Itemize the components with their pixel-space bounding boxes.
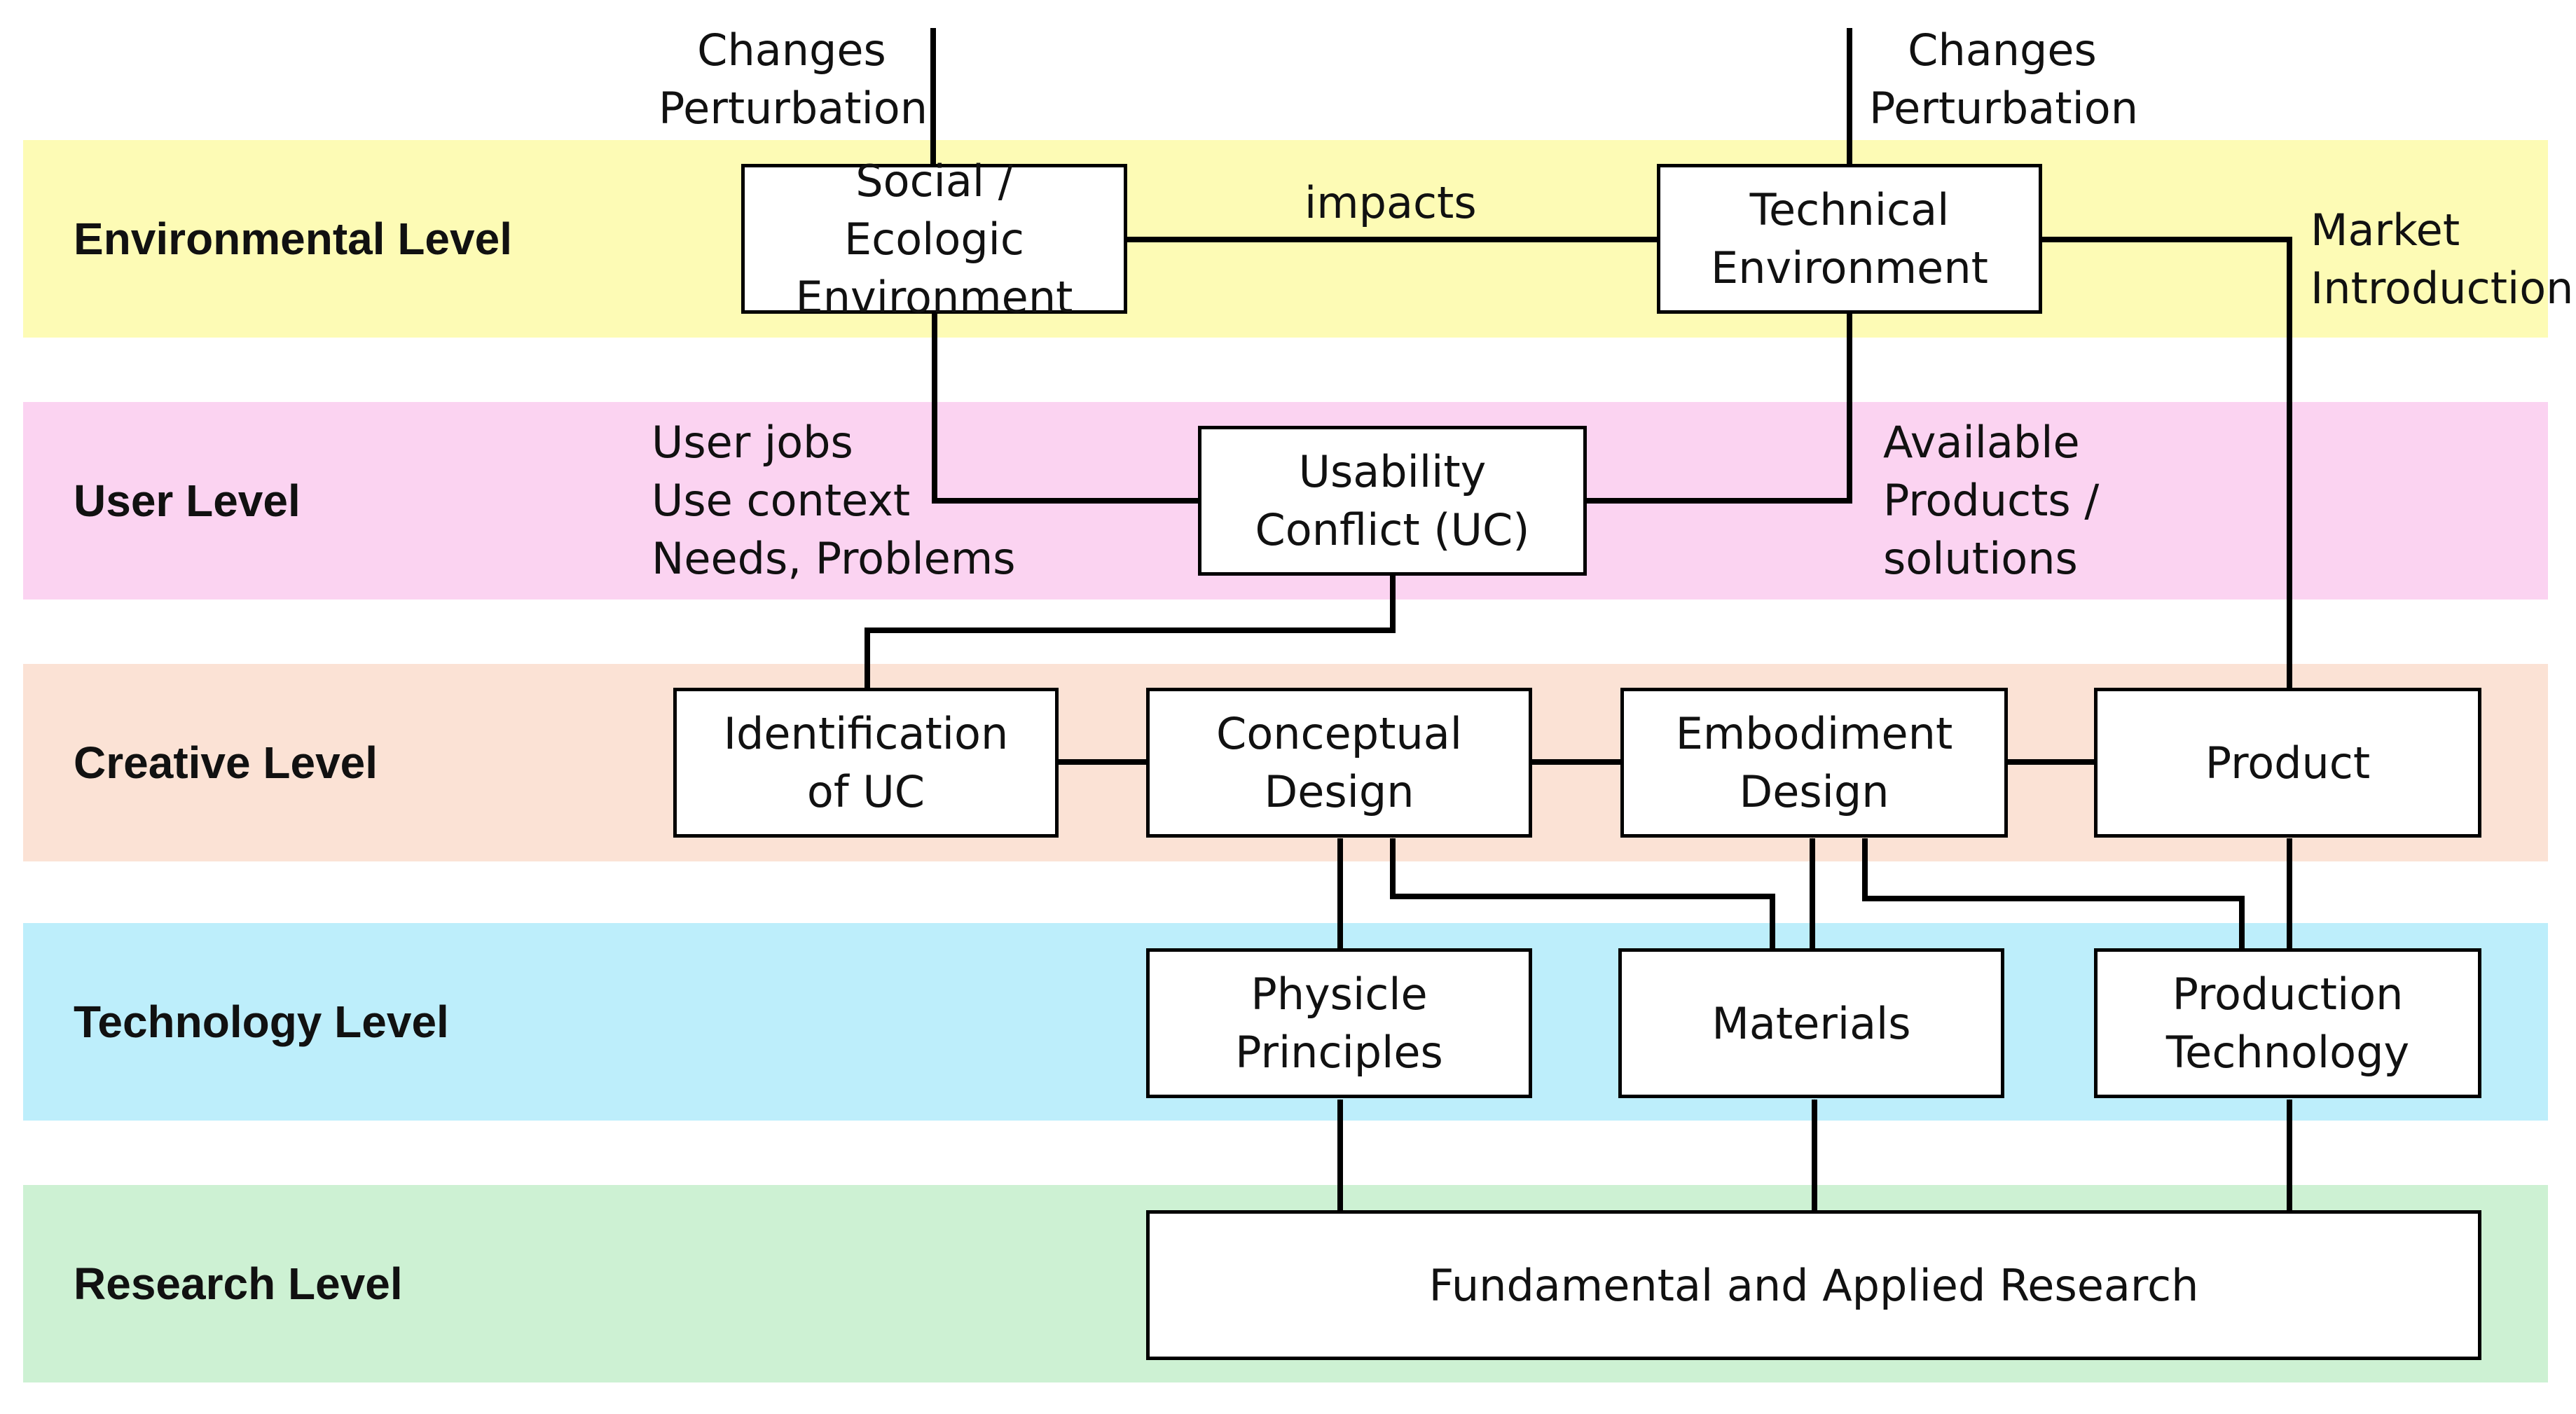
box-line: Embodiment [1675,708,1953,759]
note-line: User jobs [652,417,853,468]
note-line: Introduction [2310,263,2574,314]
label-environmental-level: Environmental Level [74,214,512,264]
box-line: Physicle [1251,969,1428,1020]
note-line: Perturbation [1869,83,2139,134]
note-line: Needs, Problems [652,533,1016,584]
note-impacts: impacts [1304,177,1477,228]
box-line: Technology [2165,1027,2410,1078]
box-line: Principles [1235,1027,1443,1078]
label-technology-level: Technology Level [74,997,449,1047]
note-line: Changes [1908,25,2097,76]
box-product: Product [2094,688,2481,838]
note-line: solutions [1883,533,2078,584]
arrow-social-to-usability [932,314,1199,504]
arrow-usability-to-identification [865,576,1396,688]
box-line: of UC [806,766,925,817]
box-materials: Materials [1618,948,2004,1098]
box-line: Conceptual [1216,708,1462,759]
arrow-market-introduction [2041,237,2292,688]
note-line: Use context [652,475,911,526]
label-user-level: User Level [74,476,301,526]
note-line: Perturbation [659,83,928,134]
box-line: Materials [1711,997,1911,1049]
arrow-materials-to-conceptual [1390,838,1775,948]
box-line: Identification [723,708,1009,759]
box-line: Usability [1298,446,1487,497]
box-line: Environment [795,271,1073,323]
label-research-level: Research Level [74,1259,403,1309]
box-fundamental-applied-research: Fundamental and Applied Research [1146,1210,2481,1360]
box-line: Product [2205,737,2371,789]
box-line: Design [1739,766,1889,817]
arrow-production-to-embodiment [1862,838,2245,948]
box-line: Production [2172,969,2404,1020]
box-line: Conflict (UC) [1255,504,1530,555]
box-line: Fundamental and Applied Research [1428,1259,2199,1311]
note-line: Changes [697,25,886,76]
box-line: Ecologic [843,213,1024,265]
note-line: Products / [1883,475,2100,526]
arrow-technical-to-usability [1586,314,1852,504]
box-line: Social / [855,155,1013,207]
note-line: Available [1883,417,2080,468]
box-line: Environment [1711,242,1988,293]
box-identification-of-uc: Identification of UC [673,688,1059,838]
label-creative-level: Creative Level [74,737,378,788]
note-line: Market [2310,205,2460,256]
box-line: Technical [1749,184,1950,235]
box-line: Design [1264,766,1414,817]
